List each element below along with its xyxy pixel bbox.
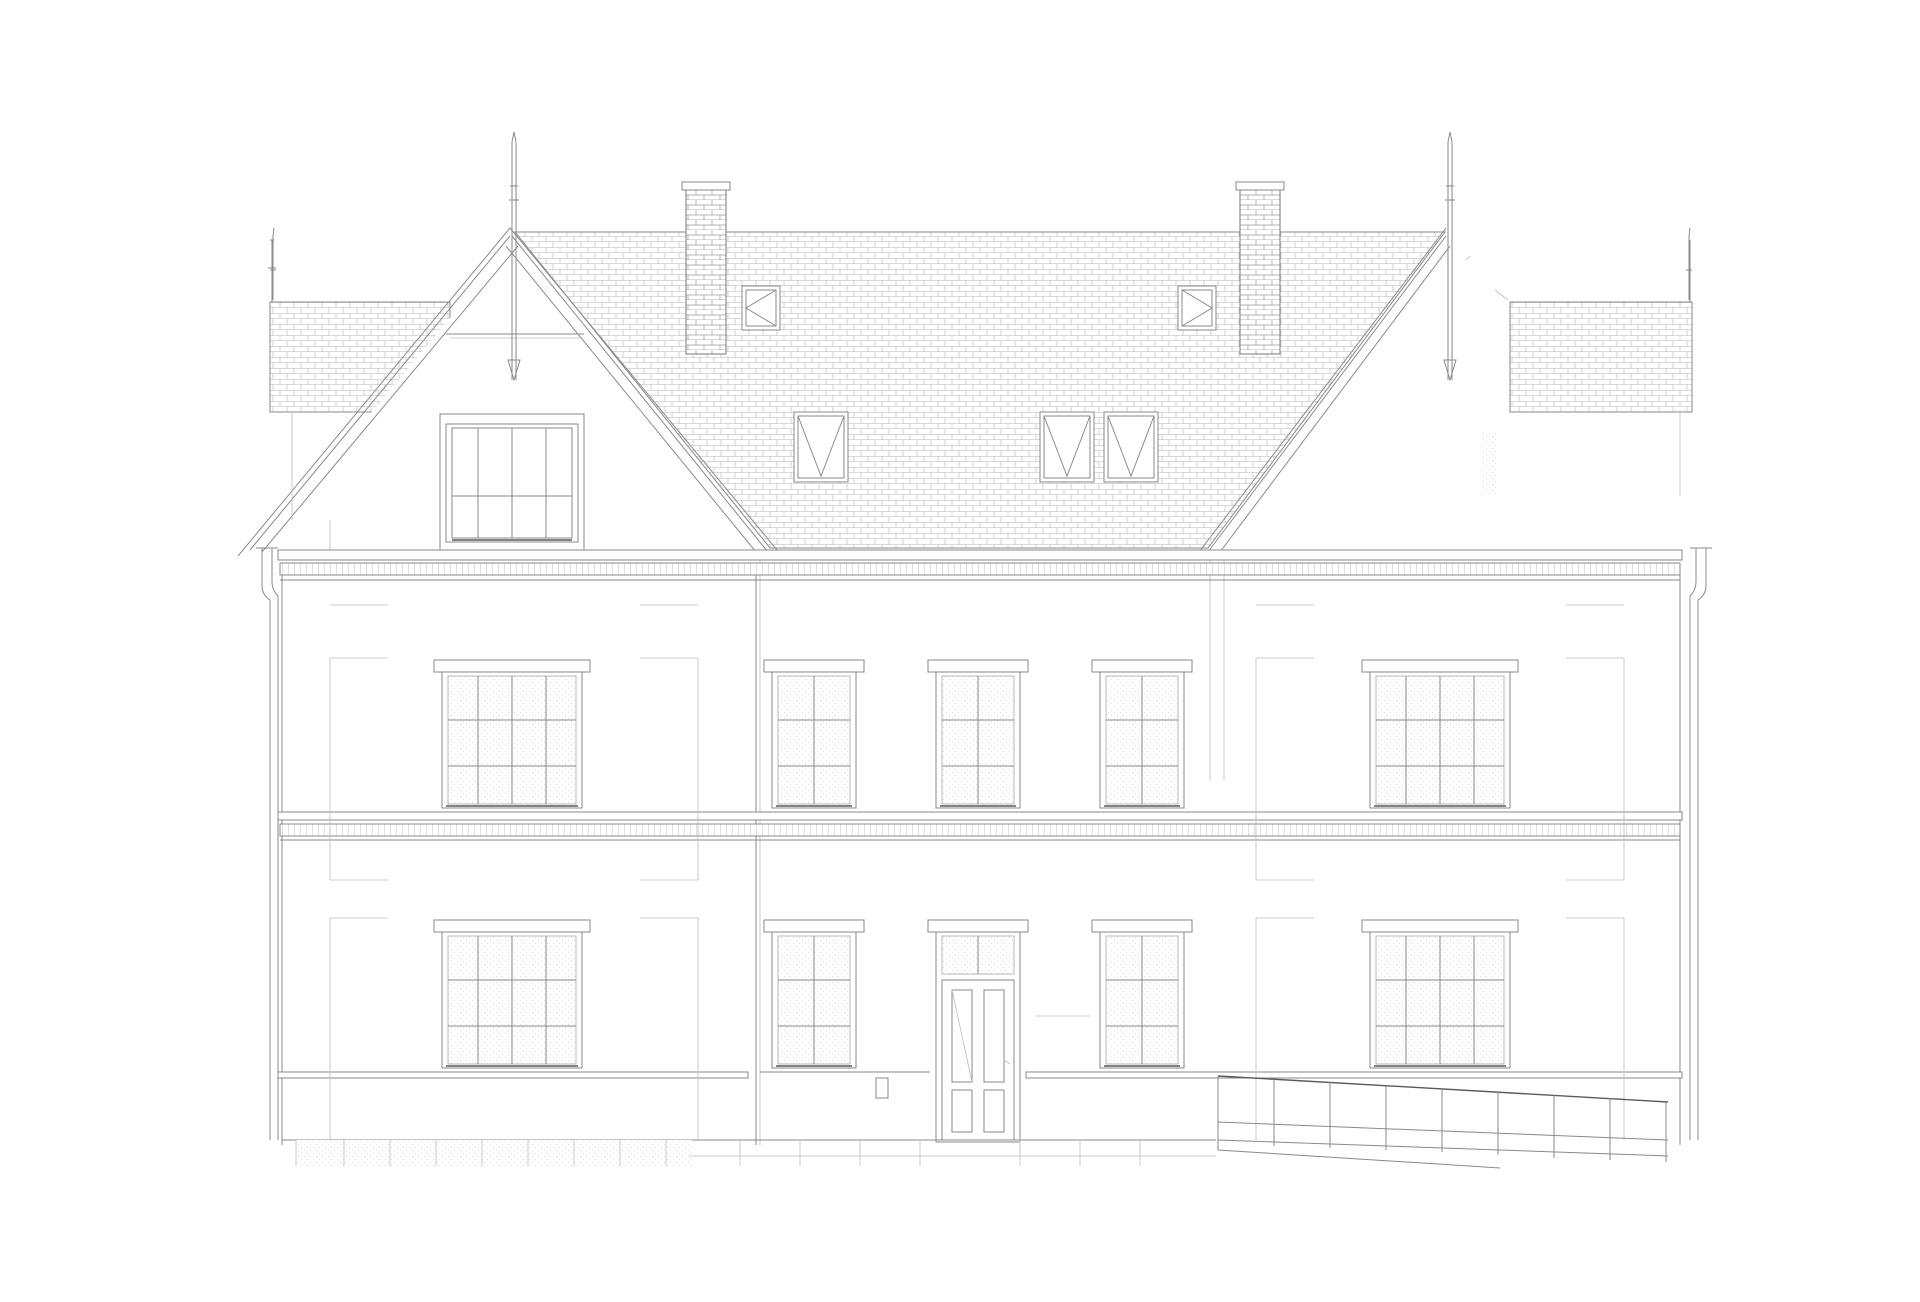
window-upper-1 (433, 659, 591, 809)
roof-hatch-left (741, 285, 781, 331)
window-ground-2 (763, 919, 865, 1069)
roof-window-3 (1103, 411, 1159, 483)
window-upper-5 (1361, 659, 1519, 809)
right-wing-roof (1509, 240, 1693, 413)
right-gable (1195, 131, 1681, 557)
window-ground-4 (1091, 919, 1193, 1069)
right-chimney (1235, 181, 1285, 355)
facade-wall (281, 560, 1681, 1145)
upper-cornice (277, 549, 1683, 581)
wall-panels (329, 604, 1625, 1140)
window-upper-2 (763, 659, 865, 809)
window-ground-1 (433, 919, 591, 1069)
ramp-railing (1217, 1075, 1669, 1169)
roof-window-1 (793, 411, 849, 483)
wall-plate (875, 1077, 889, 1099)
left-gable (237, 131, 783, 557)
window-upper-3 (927, 659, 1029, 809)
right-downpipe (1689, 547, 1712, 1140)
plinth (282, 1139, 1216, 1166)
middle-cornice (277, 811, 1683, 841)
left-corner-finial (270, 227, 276, 300)
roof-hatch-right (1177, 285, 1217, 331)
right-corner-finial (1686, 227, 1692, 300)
roof-window-2 (1039, 411, 1095, 483)
left-chimney (681, 181, 731, 355)
window-upper-4 (1091, 659, 1193, 809)
window-ground-5 (1361, 919, 1519, 1069)
left-downpipe (256, 547, 279, 1140)
lower-cornice (277, 1071, 1683, 1079)
entrance-door (927, 919, 1029, 1143)
